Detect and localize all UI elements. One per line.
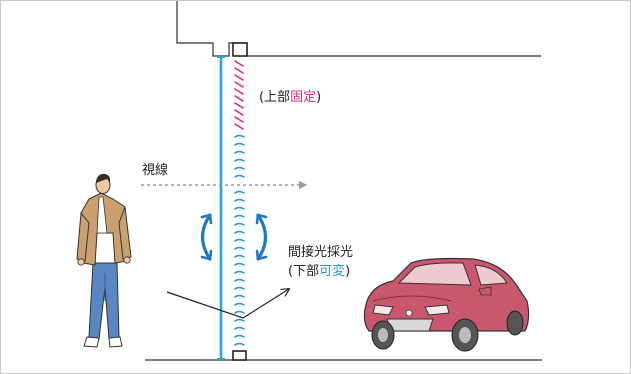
upper-fixed-label: (上部固定) xyxy=(259,90,322,105)
person-icon xyxy=(76,173,132,348)
sightline-label: 視線 xyxy=(142,163,169,178)
indirect-light-path xyxy=(166,289,289,319)
rotate-right-arrow-icon xyxy=(255,213,268,261)
rotate-left-arrow-icon xyxy=(200,213,213,261)
car-icon xyxy=(363,257,530,352)
indirect-lighting-label: 間接光採光 xyxy=(288,245,354,260)
lower-variable-slats xyxy=(234,134,245,346)
upper-fixed-slats xyxy=(234,60,244,130)
top-fixture xyxy=(232,42,248,57)
bottom-fixture xyxy=(232,350,247,361)
lower-variable-label: (下部可変) xyxy=(288,264,351,279)
ceiling-outline xyxy=(176,1,541,57)
